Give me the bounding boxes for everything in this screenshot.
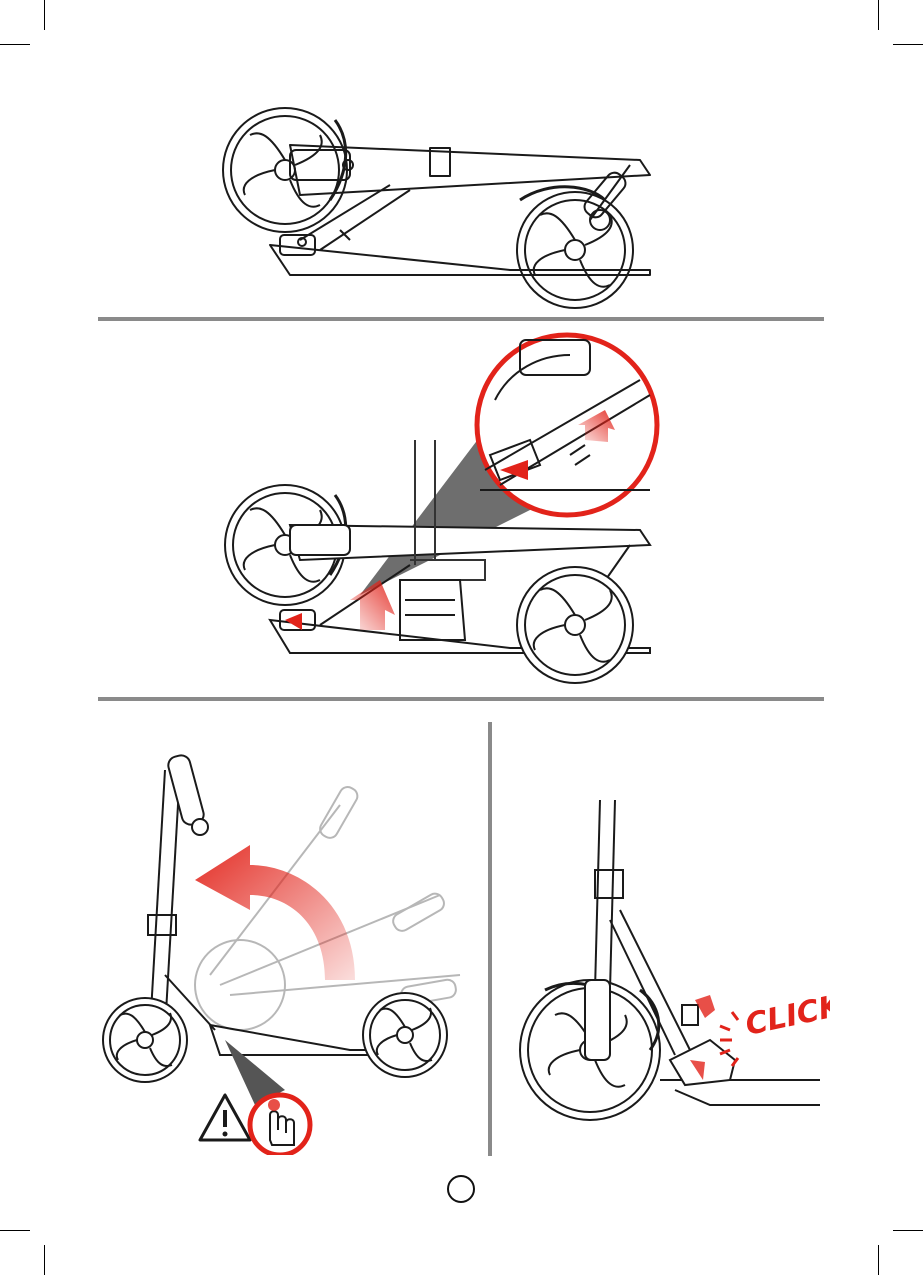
divider-vertical — [488, 722, 492, 1156]
crop-mark — [44, 0, 45, 30]
arrow-up-icon — [350, 580, 395, 630]
crop-mark — [893, 44, 923, 45]
step-3-unfold-stem — [100, 745, 480, 1155]
crop-mark — [893, 1230, 923, 1231]
click-label: CLICK — [742, 988, 830, 1043]
crop-mark — [878, 1245, 879, 1275]
crop-mark — [0, 44, 30, 45]
divider — [98, 317, 824, 321]
step-4-locked: CLICK — [510, 790, 830, 1130]
page-number-badge — [447, 1175, 475, 1203]
step-1-folded-scooter — [210, 90, 670, 315]
crop-mark — [44, 1245, 45, 1275]
crop-mark — [0, 1230, 30, 1231]
divider — [98, 697, 824, 701]
rotate-arrow-icon — [195, 845, 355, 980]
step-2-press-latch — [210, 330, 670, 690]
front-wheel — [517, 192, 633, 308]
rear-wheel — [223, 108, 347, 232]
crop-mark — [878, 0, 879, 30]
